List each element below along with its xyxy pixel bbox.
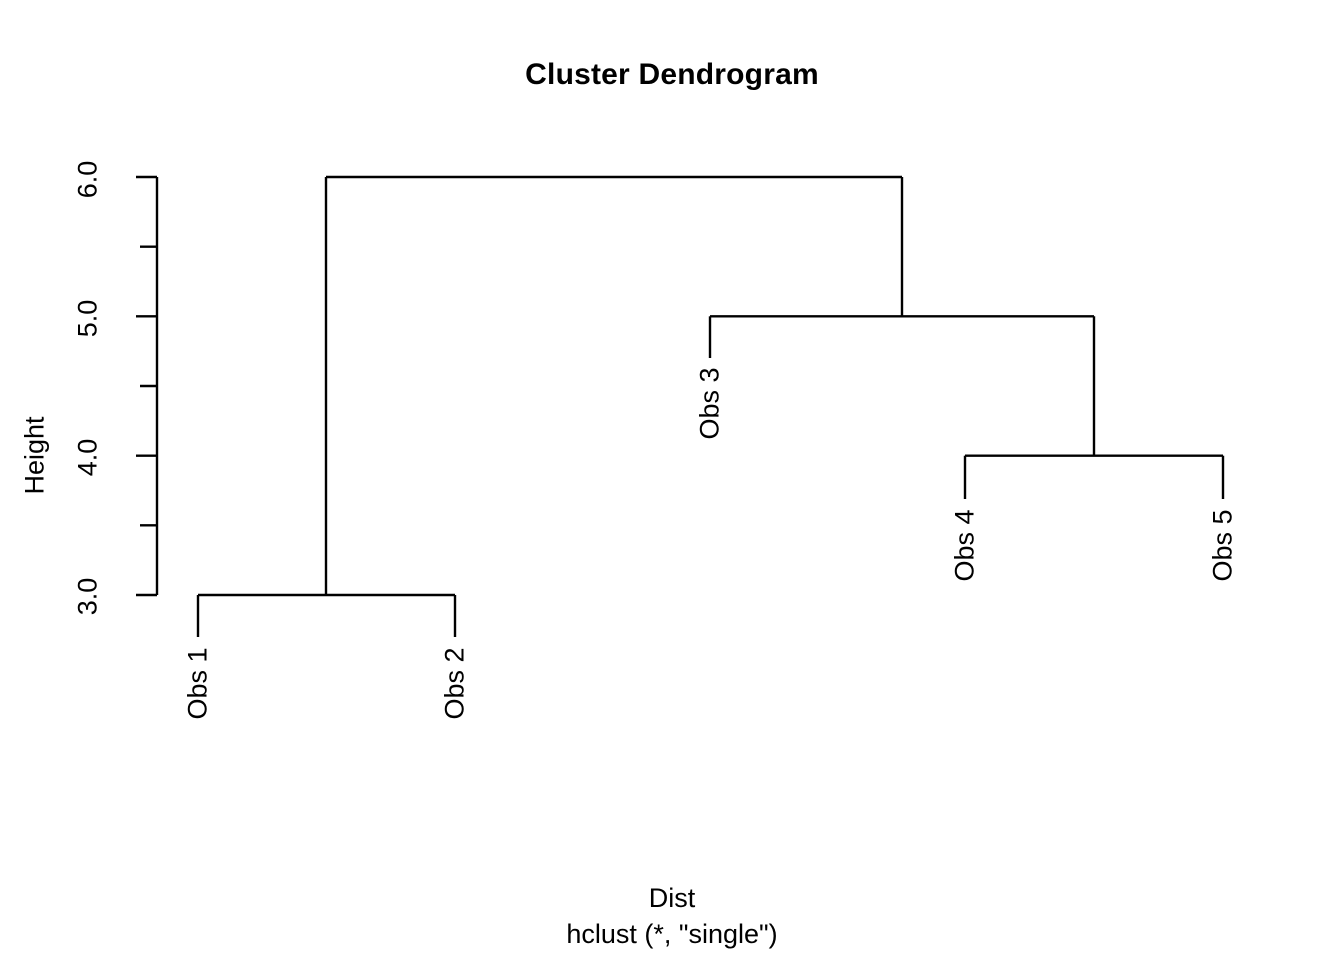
page-title: Cluster Dendrogram (525, 58, 819, 91)
x-axis-subtitle: hclust (*, "single") (566, 919, 778, 949)
dendrogram-tree (196, 175, 1225, 637)
merge-node-6.0-root (324, 175, 904, 595)
x-axis-title: Dist (648, 883, 696, 913)
merge-node-3.0 (196, 593, 457, 637)
merge-node-4.0 (963, 454, 1225, 499)
merge-node-5.0 (708, 315, 1096, 456)
x-axis-caption: Dist hclust (*, "single") (0, 880, 1344, 952)
y-axis (136, 175, 159, 597)
